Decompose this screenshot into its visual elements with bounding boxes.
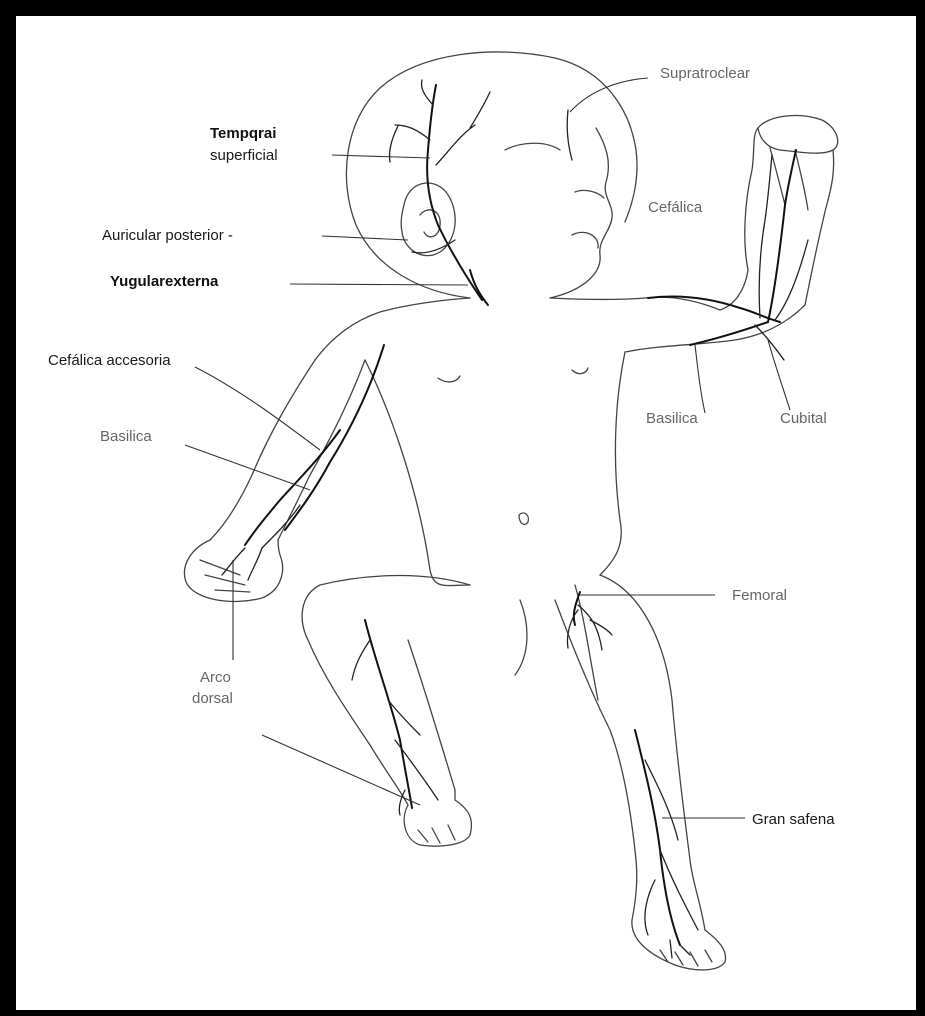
label-arco-line2: dorsal [192,690,233,707]
label-yugular-externa: Yugularexterna [110,273,219,290]
label-gran-safena: Gran safena [752,811,835,828]
label-cefalica-accesoria: Cefálica accesoria [48,352,171,369]
label-temporal-line2: superficial [210,147,278,164]
arco-dorsal-hand-vein [222,548,262,580]
leader-lines [185,78,790,818]
temporal-vein [427,85,482,300]
supratrochlear-vein [567,110,572,160]
femoral-vein [574,592,580,625]
bottom-border [0,1010,925,1016]
label-cubital: Cubital [780,410,827,427]
label-auricular-posterior: Auricular posterior - [102,227,233,244]
labels: Supratroclear Tempqrai superficial Cefál… [48,65,835,828]
label-arco-line1: Arco [200,669,231,686]
infant-outline [184,52,837,970]
right-border [916,0,925,1016]
top-border [0,0,925,16]
label-cefalica-arm: Cefálica [648,199,703,216]
label-supratroclear: Supratroclear [660,65,750,82]
basilica-left-vein [245,430,340,545]
veins [222,80,808,958]
left-border [0,0,16,1016]
label-temporal-line1: Tempqrai [210,125,276,142]
gran-safena-vein [635,730,680,945]
label-basilica-right: Basilica [646,410,698,427]
label-femoral: Femoral [732,587,787,604]
left-leg-vein [365,620,412,808]
label-basilica-left: Basilica [100,428,152,445]
